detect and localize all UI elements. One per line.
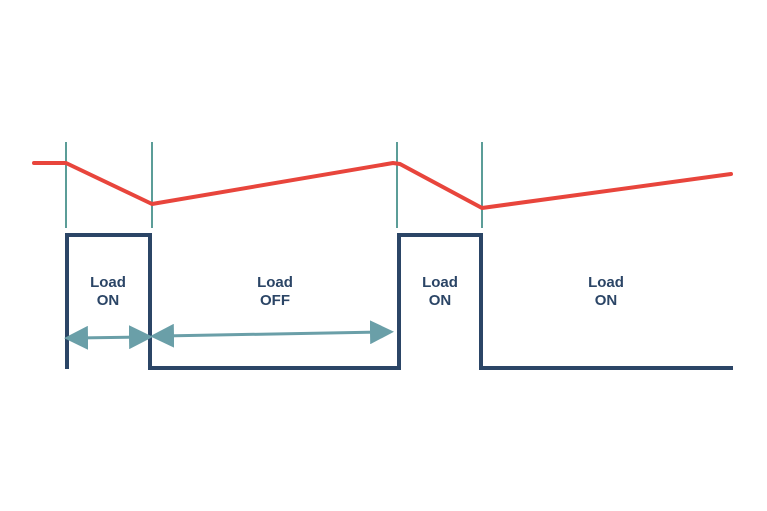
duration-arrow-on <box>64 325 153 350</box>
load-waveform <box>65 233 733 370</box>
voltage-line <box>32 161 733 210</box>
segment-3-label-line1: Load <box>422 274 458 291</box>
segment-1-label-line2: ON <box>97 292 120 309</box>
segment-4-label-line1: Load <box>588 274 624 291</box>
segment-1-label-line1: Load <box>90 274 126 291</box>
duration-arrow-off <box>150 320 394 348</box>
segment-4-label-line2: ON <box>595 292 618 309</box>
segment-2-label-line1: Load <box>257 274 293 291</box>
segment-2-label-line2: OFF <box>260 292 290 309</box>
segment-3-label-line2: ON <box>429 292 452 309</box>
